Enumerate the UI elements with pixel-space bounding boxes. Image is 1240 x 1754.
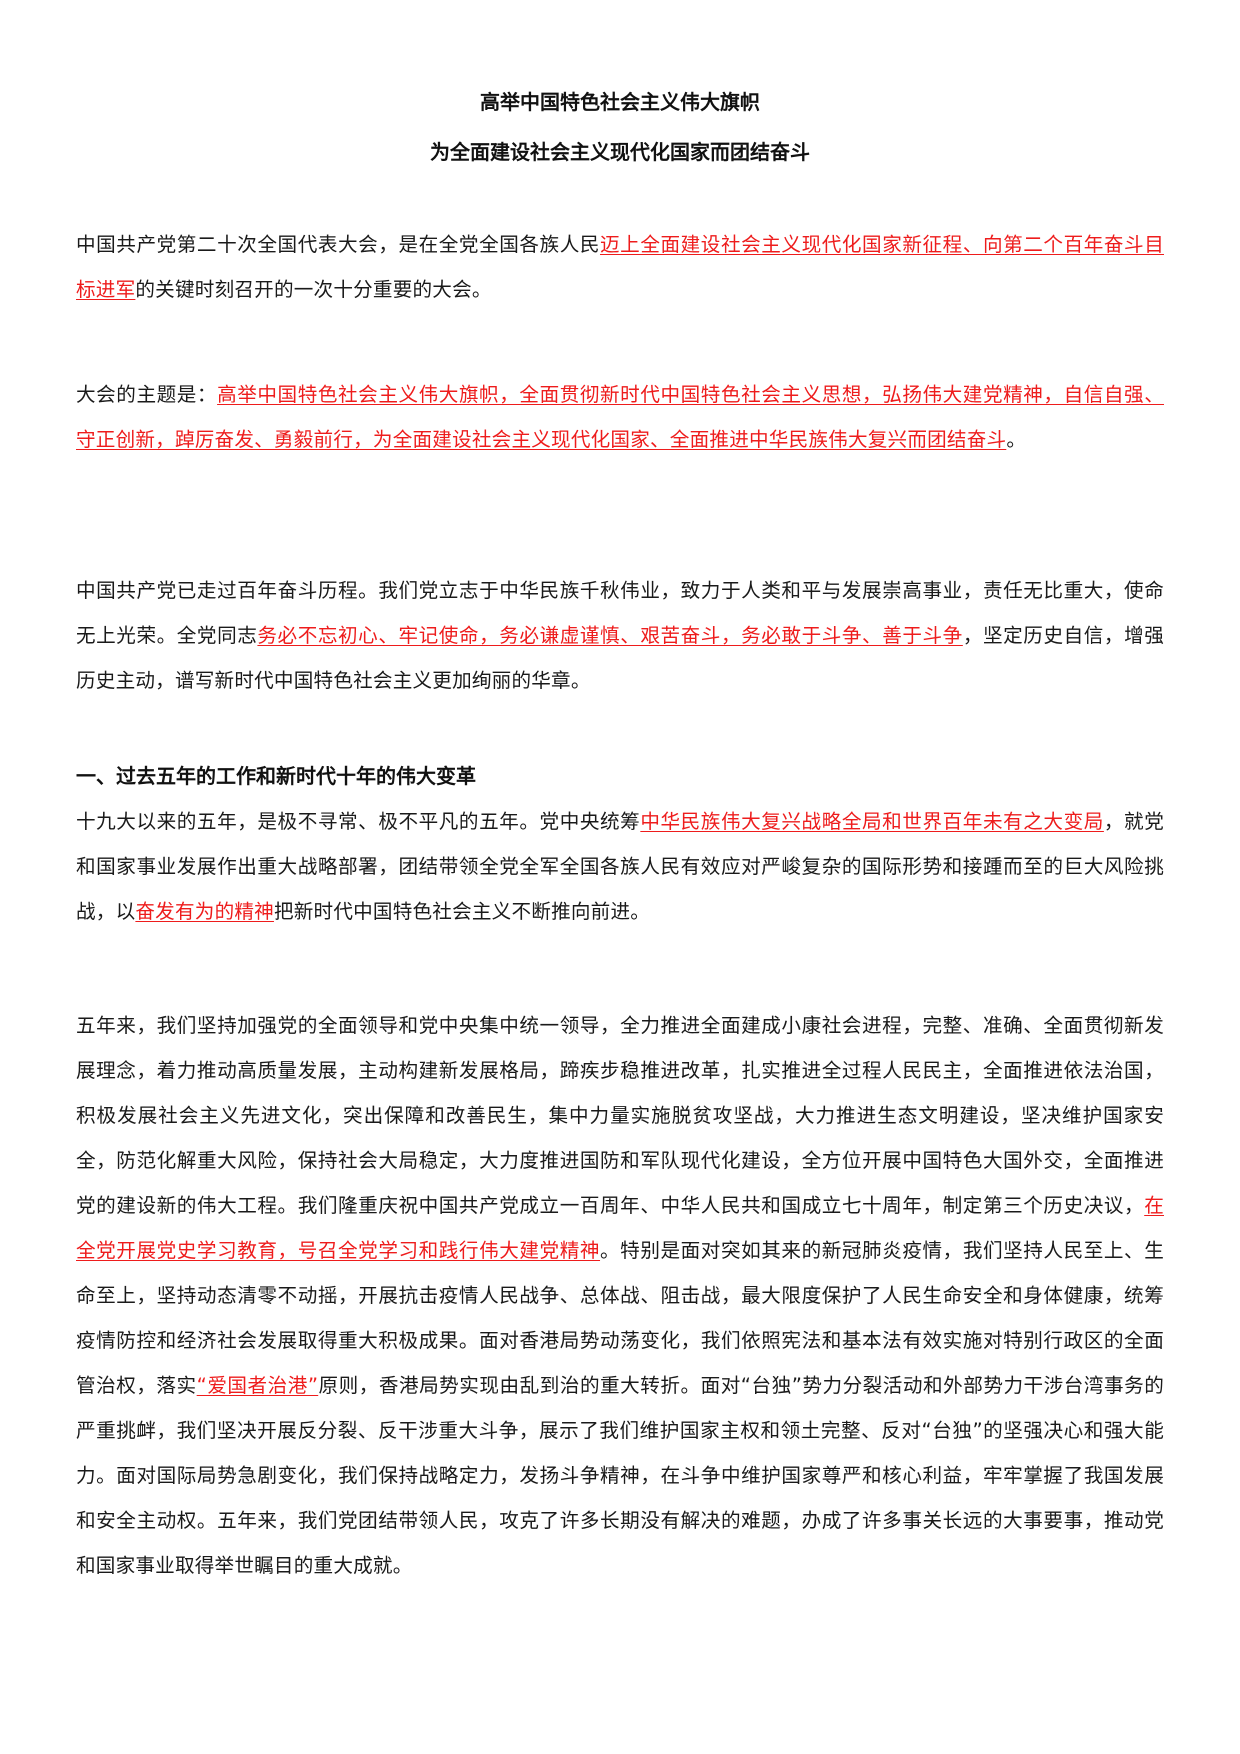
text-run: 。: [1006, 428, 1027, 451]
highlighted-text: “爱国者治港”: [196, 1374, 319, 1397]
text-run: 十九大以来的五年，是极不寻常、极不平凡的五年。党中央统筹: [76, 810, 641, 833]
paragraph-five-years: 十九大以来的五年，是极不寻常、极不平凡的五年。党中央统筹中华民族伟大复兴战略全局…: [76, 799, 1164, 934]
highlighted-text: 在全党开展党史学习教育，号召全党学习和践行伟大建党精神: [76, 1194, 1164, 1262]
section-heading-1: 一、过去五年的工作和新时代十年的伟大变革: [76, 764, 476, 788]
text-run: 中国共产党第二十次全国代表大会，是在全党全国各族人民: [76, 233, 601, 256]
paragraph-congress-intro: 中国共产党第二十次全国代表大会，是在全党全国各族人民迈上全面建设社会主义现代化国…: [76, 222, 1164, 312]
highlighted-text: 高举中国特色社会主义伟大旗帜，全面贯彻新时代中国特色社会主义思想，弘扬伟大建党精…: [76, 383, 1164, 451]
text-run: ，就党和国家事业发展作出重大战略部署，团结带领全党全军全国各族人民有效应对严峻复…: [76, 810, 1164, 923]
text-run: 。特别是面对突如其来的新冠肺炎疫情，我们坚持人民至上、生命至上，坚持动态清零不动…: [76, 1239, 1164, 1397]
text-run: 中国共产党已走过百年奋斗历程。我们党立志于中华民族千秋伟业，致力于人类和平与发展…: [76, 579, 1164, 647]
highlighted-text: 中华民族伟大复兴战略全局和世界百年未有之大变局: [640, 810, 1104, 833]
document-title-line-1: 高举中国特色社会主义伟大旗帜: [480, 90, 760, 114]
highlighted-text: 务必不忘初心、牢记使命，务必谦虚谨慎、艰苦奋斗，务必敢于斗争、善于斗争: [257, 624, 963, 647]
highlighted-text: 奋发有为的精神: [135, 900, 274, 923]
paragraph-party-mission: 中国共产党已走过百年奋斗历程。我们党立志于中华民族千秋伟业，致力于人类和平与发展…: [76, 568, 1164, 703]
text-run: 原则，香港局势实现由乱到治的重大转折。面对“台独”势力分裂活动和外部势力干涉台湾…: [76, 1374, 1164, 1577]
document-title-line-2: 为全面建设社会主义现代化国家而团结奋斗: [430, 140, 810, 164]
paragraph-achievements: 五年来，我们坚持加强党的全面领导和党中央集中统一领导，全力推进全面建成小康社会进…: [76, 1003, 1164, 1588]
text-run: ，坚定历史自信，增强历史主动，谱写新时代中国特色社会主义更加绚丽的华章。: [76, 624, 1165, 692]
text-run: 大会的主题是：: [76, 383, 218, 406]
text-run: 把新时代中国特色社会主义不断推向前进。: [273, 900, 651, 923]
text-run: 的关键时刻召开的一次十分重要的大会。: [135, 278, 492, 301]
highlighted-text: 迈上全面建设社会主义现代化国家新征程、向第二个百年奋斗目标进军: [76, 233, 1164, 301]
paragraph-congress-theme: 大会的主题是：高举中国特色社会主义伟大旗帜，全面贯彻新时代中国特色社会主义思想，…: [76, 372, 1164, 462]
text-run: 五年来，我们坚持加强党的全面领导和党中央集中统一领导，全力推进全面建成小康社会进…: [76, 1014, 1164, 1217]
